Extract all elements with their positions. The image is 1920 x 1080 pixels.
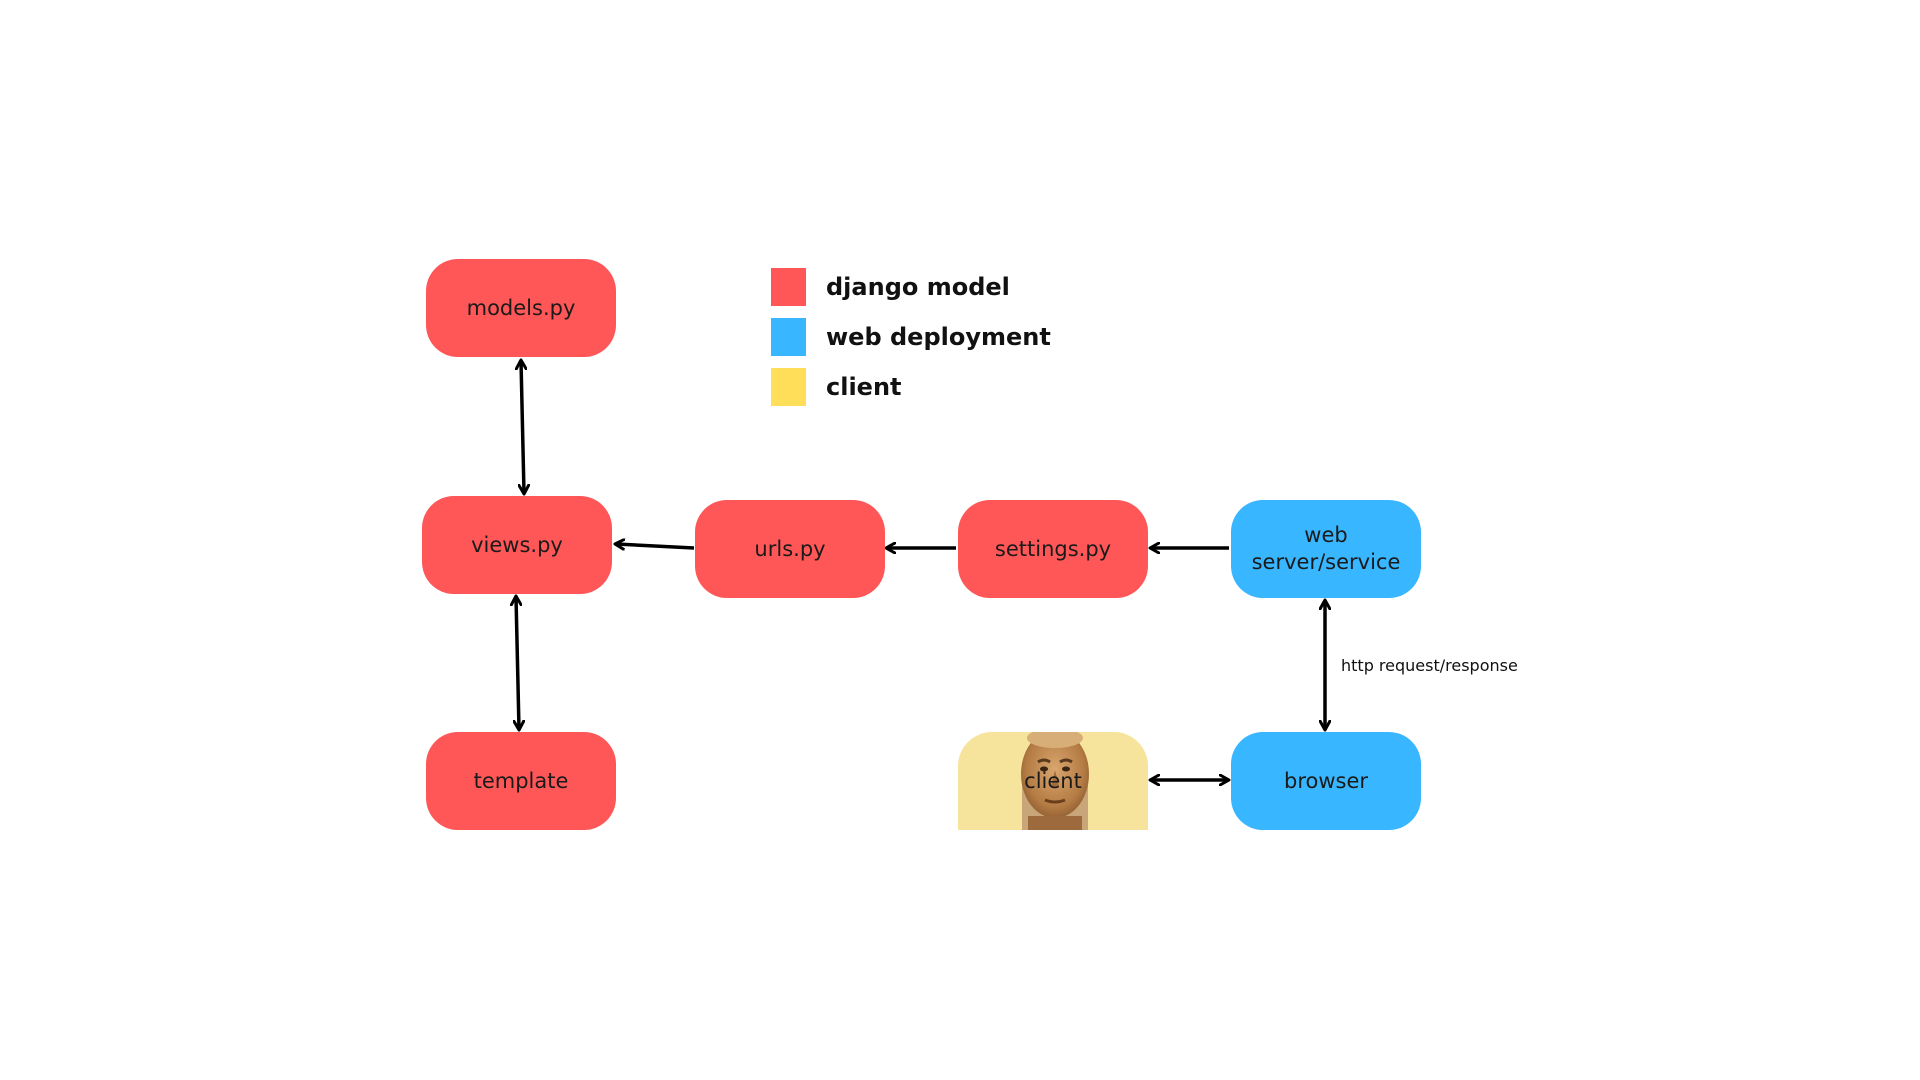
legend-swatch-web [771,318,806,356]
legend-item-client: client [771,368,902,406]
node-urls-label: urls.py [754,536,826,561]
node-template-label: template [473,768,569,793]
node-browser[interactable]: browser [1231,732,1421,830]
legend-item-django: django model [771,268,1010,306]
legend-swatch-django [771,268,806,306]
node-views[interactable]: views.py [422,496,612,594]
edge-label-http: http request/response [1341,656,1518,675]
edge-models-views [521,361,524,493]
edge-views-template [516,597,519,729]
node-webserver-label: web server/service [1251,523,1401,574]
legend-item-web: web deployment [771,318,1051,356]
legend-swatch-client [771,368,806,406]
node-client-label: client [1024,768,1082,793]
legend-label-client: client [826,373,902,401]
node-webserver[interactable]: web server/service [1231,500,1421,598]
node-models[interactable]: models.py [426,259,616,357]
node-models-label: models.py [466,295,576,320]
legend-label-django: django model [826,273,1010,301]
node-client[interactable]: client [958,732,1148,830]
node-settings[interactable]: settings.py [958,500,1148,598]
node-views-label: views.py [471,532,563,557]
legend-label-web: web deployment [826,323,1051,351]
node-urls[interactable]: urls.py [695,500,885,598]
face-photo-icon [1021,732,1089,830]
node-settings-label: settings.py [994,536,1112,561]
edge-urls-views [616,544,695,548]
node-template[interactable]: template [426,732,616,830]
node-browser-label: browser [1283,768,1369,793]
